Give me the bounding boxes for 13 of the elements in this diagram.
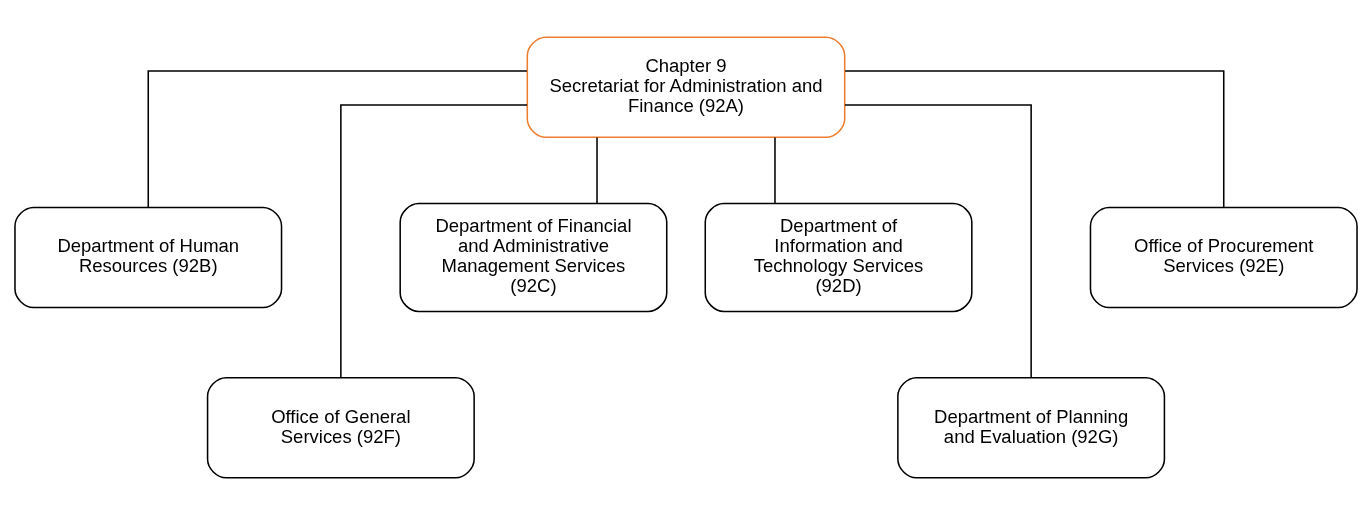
connector [340, 104, 528, 379]
connector [844, 104, 1032, 379]
node-box: Department of Human Resources (92B) [14, 206, 283, 309]
node-box: Office of Procurement Services (92E) [1089, 206, 1358, 309]
node-box: Office of General Services (92F) [206, 376, 475, 479]
connector [774, 136, 776, 205]
connector [844, 70, 1225, 208]
node-box: Department of Information and Technology Services (92D) [704, 202, 973, 313]
connector [596, 136, 598, 205]
node-box: Department of Planning and Evaluation (92G) [897, 376, 1166, 479]
connector [147, 70, 528, 208]
node-box: Department of Financial and Administrative Management Services (92C) [399, 202, 668, 313]
node-box: Chapter 9 Secretariat for Administration and Finance (92A) [526, 36, 846, 139]
